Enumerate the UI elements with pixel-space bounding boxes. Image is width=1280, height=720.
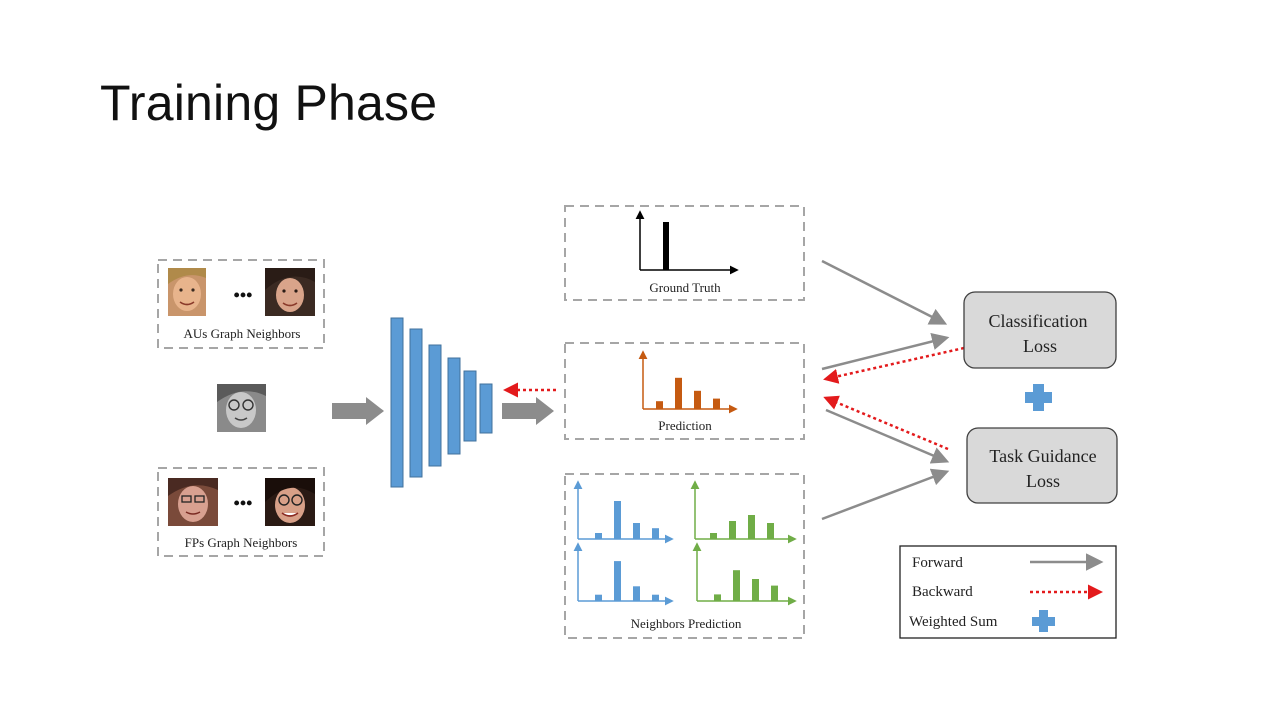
bar <box>675 377 682 409</box>
bar <box>752 579 759 601</box>
bar <box>595 594 602 601</box>
bar <box>729 521 736 539</box>
task-guidance-loss-line2: Loss <box>1026 471 1060 491</box>
bar <box>663 222 669 270</box>
bar <box>710 533 717 539</box>
classification-loss-line1: Classification <box>989 311 1088 331</box>
bar <box>733 570 740 601</box>
bar <box>771 585 778 601</box>
bar <box>614 501 621 539</box>
prediction-panel: Prediction <box>564 342 805 440</box>
classification-loss-box: Classification Loss <box>963 291 1117 369</box>
ellipsis: ••• <box>234 493 253 513</box>
bar <box>633 523 640 539</box>
prediction-label: Prediction <box>658 418 712 433</box>
neighbors-prediction-label: Neighbors Prediction <box>631 616 742 631</box>
legend-backward-label: Backward <box>912 584 973 600</box>
ground-truth-panel: Ground Truth <box>564 205 805 301</box>
ground-truth-label: Ground Truth <box>649 280 721 295</box>
face-thumbnail <box>168 478 218 526</box>
fps-neighbors-panel: ••• FPs Graph Neighbors <box>157 467 325 557</box>
aus-neighbors-label: AUs Graph Neighbors <box>184 326 301 341</box>
bar <box>652 594 659 601</box>
legend-plus-icon <box>1032 610 1055 632</box>
classification-loss-line2: Loss <box>1023 336 1057 356</box>
input-arrow <box>332 397 384 425</box>
legend: Forward Backward Weighted Sum <box>899 545 1117 639</box>
forward-arrow <box>821 259 948 325</box>
forward-arrow <box>821 332 950 371</box>
face-thumbnail <box>265 478 315 526</box>
backward-arrow <box>823 395 949 451</box>
bar <box>714 594 721 601</box>
forward-arrow <box>825 408 950 464</box>
bar <box>652 528 659 539</box>
legend-weighted-sum-label: Weighted Sum <box>909 614 998 630</box>
bar <box>713 398 720 409</box>
bar <box>767 523 774 539</box>
bar <box>614 561 621 601</box>
ellipsis: ••• <box>234 285 253 305</box>
bar <box>748 515 755 539</box>
network-output-arrow <box>502 397 554 425</box>
bar <box>694 390 701 409</box>
plus-icon <box>1025 384 1052 411</box>
bar <box>595 533 602 539</box>
task-guidance-loss-line1: Task Guidance <box>989 446 1096 466</box>
input-face-image <box>217 384 266 432</box>
bar <box>656 401 663 409</box>
forward-arrow <box>821 468 950 521</box>
network-encoder <box>390 317 493 488</box>
aus-neighbors-panel: ••• AUs Graph Neighbors <box>157 259 325 349</box>
face-thumbnail <box>265 268 315 316</box>
face-thumbnail <box>168 268 206 316</box>
fps-neighbors-label: FPs Graph Neighbors <box>185 535 298 550</box>
legend-forward-label: Forward <box>912 555 963 571</box>
slide-title: Training Phase <box>100 75 438 131</box>
task-guidance-loss-box: Task Guidance Loss <box>966 427 1118 504</box>
bar <box>633 586 640 601</box>
neighbors-prediction-panel: Neighbors Prediction <box>564 473 805 639</box>
